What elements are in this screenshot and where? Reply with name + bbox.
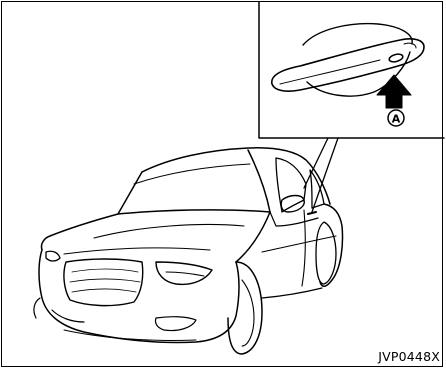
hood-side-edge [236, 212, 270, 262]
hood-line [64, 248, 210, 254]
side-character-line [262, 236, 336, 252]
arrow-up-icon [377, 75, 411, 108]
grille [64, 259, 143, 306]
windshield-base [118, 210, 270, 214]
callout-letter: A [392, 113, 401, 126]
car-body [34, 148, 343, 354]
handle-detail-tip [404, 43, 416, 48]
request-switch-button [388, 53, 403, 63]
rear-side-window [310, 170, 324, 208]
side-mirror [281, 196, 304, 213]
headlight-detail [166, 272, 204, 276]
handle-detail-line [280, 60, 380, 84]
grille-mesh [70, 269, 140, 292]
rear-wheel [316, 222, 336, 284]
rear-quarter [320, 204, 343, 286]
figure-code: JVP0448X [378, 349, 440, 364]
fog-light-left [34, 298, 40, 318]
car-door-handle [308, 212, 316, 214]
hood-crease [94, 225, 244, 239]
rocker-panel [262, 288, 322, 298]
inset-door-handle [259, 2, 444, 212]
hood-front-edge [41, 214, 118, 250]
front-wheel-rim [242, 280, 254, 346]
front-fascia [39, 250, 239, 343]
lower-intake [52, 310, 196, 331]
front-side-window [276, 158, 306, 212]
leader-line-right [312, 138, 338, 212]
front-wheel [228, 262, 262, 354]
headlight-left [46, 251, 60, 261]
